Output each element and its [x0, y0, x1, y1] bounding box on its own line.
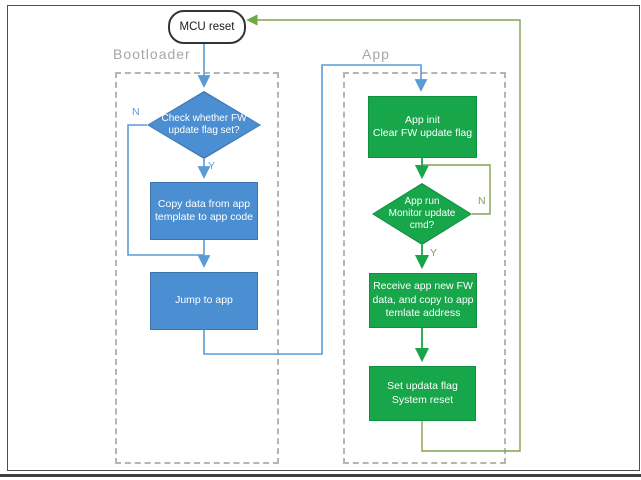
start-node-label: MCU reset [179, 21, 235, 33]
connector-apprun-no-loop [423, 164, 491, 215]
process-line: Receive app new FW [373, 280, 473, 293]
process-receive-fw: Receive app new FW data, and copy to app… [369, 273, 477, 328]
connector-jump-to-appinit [203, 64, 428, 355]
process-line: Copy data from app [157, 197, 251, 210]
decision-line: cmd? [409, 220, 435, 231]
connector-setflag-to-mcureset [246, 14, 521, 452]
decision-monitor-update-cmd: App run Monitor update cmd? [372, 183, 472, 245]
canvas-border [7, 5, 640, 471]
start-node-mcu-reset: MCU reset [168, 10, 246, 44]
branch-label-run-no: N [478, 195, 486, 207]
decision-line: Check whether FW [161, 113, 247, 124]
process-jump-to-app: Jump to app [150, 272, 258, 330]
process-line: data, and copy to app [372, 293, 474, 306]
app-section-label: App [362, 46, 390, 62]
decision-line: update flag set? [168, 125, 240, 136]
decision-check-fw-flag-text: Check whether FW update flag set? [147, 91, 261, 159]
process-line: Set updata flag [387, 380, 458, 392]
decision-line: App run [404, 196, 440, 207]
branch-label-check-no: N [132, 106, 140, 118]
branch-label-check-yes: Y [208, 160, 216, 172]
process-line: App init [404, 113, 441, 126]
canvas-bottom-edge [0, 474, 641, 477]
process-line: template to app code [154, 211, 254, 223]
branch-label-run-yes: Y [430, 247, 438, 259]
bootloader-section-frame [115, 72, 279, 464]
process-line: System reset [391, 393, 454, 406]
decision-line: Monitor update [388, 208, 456, 219]
process-app-init: App init Clear FW update flag [368, 96, 477, 158]
bootloader-section-label: Bootloader [113, 46, 191, 62]
connector-check-no-loop [127, 124, 203, 256]
process-set-update-flag: Set updata flag System reset [369, 366, 476, 421]
process-copy-data: Copy data from app template to app code [150, 182, 258, 240]
app-section-frame [343, 72, 506, 464]
process-line: temlate address [385, 307, 461, 320]
process-line: Jump to app [175, 294, 233, 307]
process-line: Clear FW update flag [372, 127, 473, 139]
decision-check-fw-flag: Check whether FW update flag set? [147, 91, 261, 159]
decision-monitor-update-cmd-text: App run Monitor update cmd? [372, 183, 472, 245]
